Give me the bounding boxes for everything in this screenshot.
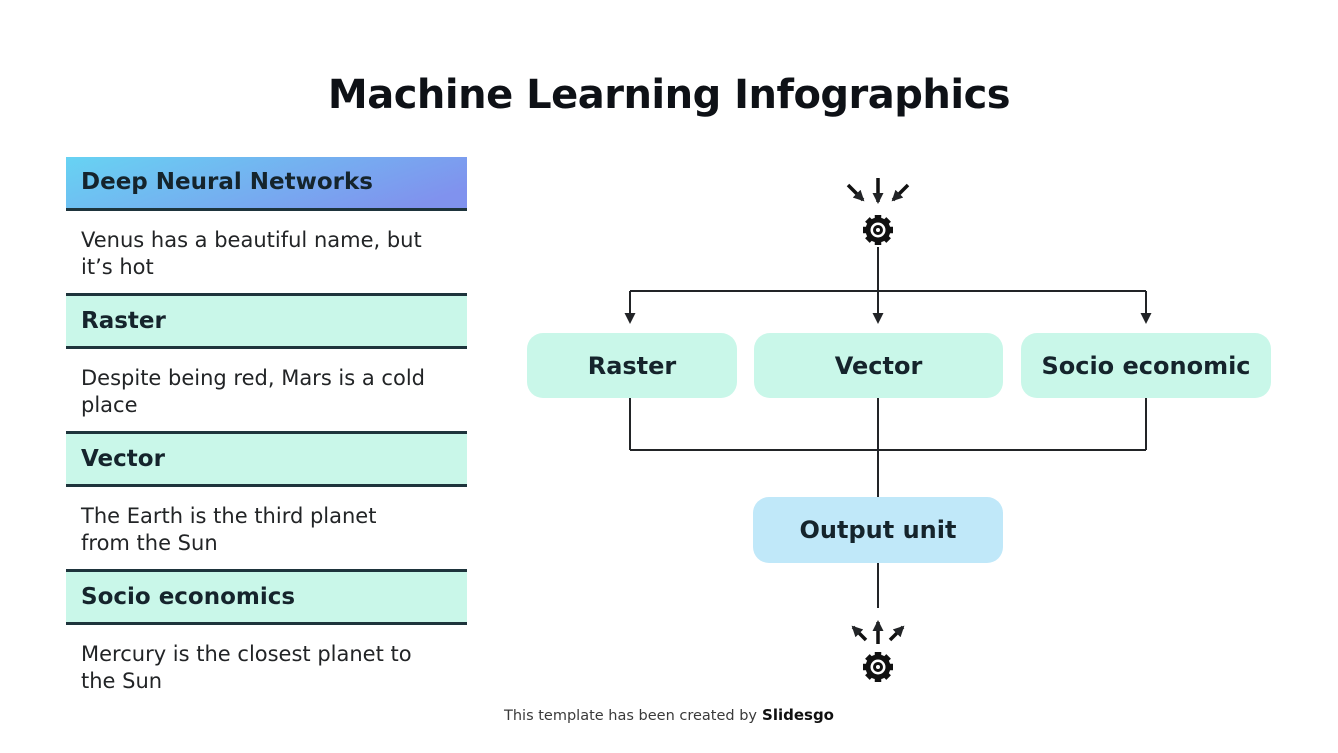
branch-lines <box>624 247 1152 324</box>
flowchart-node-output-unit: Output unit <box>753 497 1003 563</box>
flowchart-connectors <box>624 178 1152 682</box>
footer-brand: Slidesgo <box>762 706 834 724</box>
flowchart-node-socio-economic: Socio economic <box>1021 333 1271 398</box>
legend-header-socio-economics: Socio economics <box>66 569 467 625</box>
flowchart: Raster Vector Socio economic Output unit <box>520 160 1285 705</box>
output-gear-icon <box>863 652 893 682</box>
legend-header-deep-neural-networks: Deep Neural Networks <box>66 157 467 211</box>
footer-credit-text: This template has been created by <box>504 708 758 724</box>
legend-header-vector: Vector <box>66 431 467 487</box>
flowchart-node-vector: Vector <box>754 333 1003 398</box>
slide-title: Machine Learning Infographics <box>327 72 1011 118</box>
legend-header-raster: Raster <box>66 293 467 349</box>
gear-with-converging-arrows-icon <box>846 178 910 204</box>
legend-panel: Deep Neural Networks Venus has a beautif… <box>66 157 467 707</box>
legend-description: Venus has a beautiful name, but it’s hot <box>81 228 422 279</box>
flowchart-node-raster: Raster <box>527 333 737 398</box>
merge-lines <box>629 398 1147 608</box>
input-gear-icon <box>863 215 893 245</box>
legend-description: Despite being red, Mars is a cold place <box>81 366 425 417</box>
legend-description: Mercury is the closest planet to the Sun <box>81 642 412 693</box>
legend-description: The Earth is the third planet from the S… <box>81 504 377 555</box>
gear-with-diverging-arrows-icon <box>851 620 905 644</box>
